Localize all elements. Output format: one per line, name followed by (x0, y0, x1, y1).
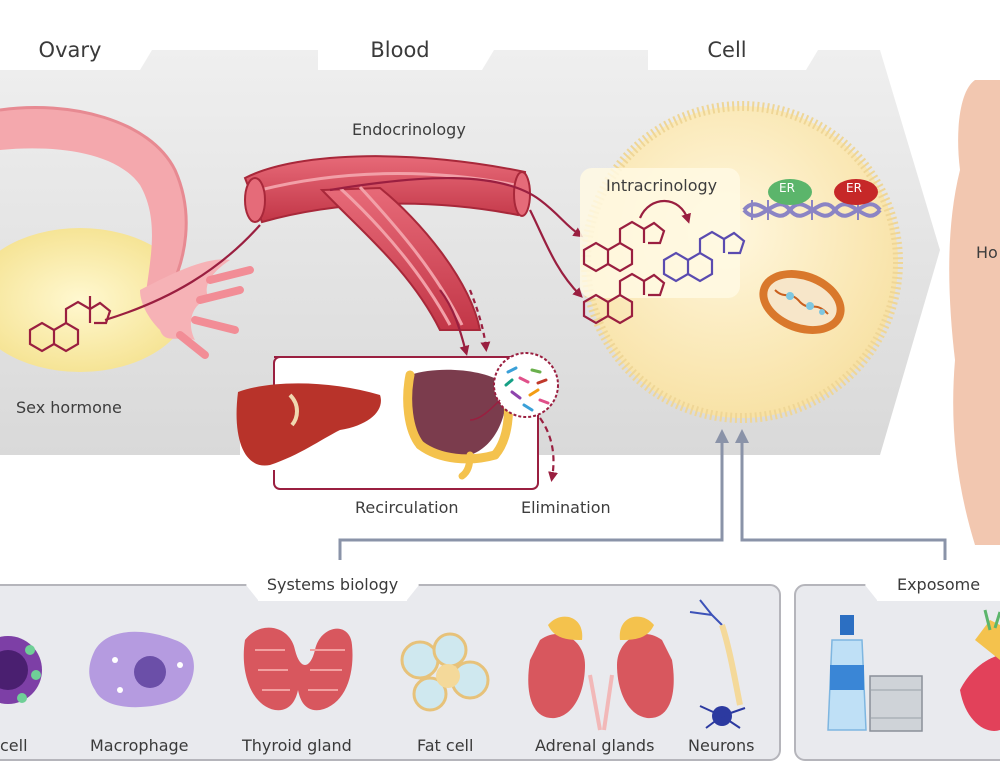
systems-biology-title: Systems biology (258, 569, 407, 601)
steroid-molecule-icon-3 (582, 272, 666, 325)
intestine-icon (403, 369, 513, 480)
organ-label-fat-cell: Fat cell (417, 736, 474, 755)
sex-hormone-label: Sex hormone (16, 398, 122, 417)
er-green-icon (768, 179, 812, 205)
human-body (949, 80, 1000, 545)
fat-cell-icon (400, 632, 490, 712)
exposome-arrow (735, 429, 947, 560)
header-ovary: Ovary (0, 31, 140, 69)
ovary-illustration (0, 106, 254, 372)
organ-label-neurons: Neurons (688, 736, 755, 755)
intracrinology-label: Intracrinology (606, 176, 718, 195)
er-label-red: ER (846, 181, 862, 195)
blood-vessel (243, 155, 531, 331)
elimination-label: Elimination (521, 498, 611, 517)
macrophage-icon (89, 631, 194, 708)
recirculation-label: Recirculation (355, 498, 459, 517)
steroid-molecule-converted-icon (662, 230, 746, 283)
mitochondrion-icon (759, 270, 845, 334)
fruit-icon (960, 609, 1000, 731)
er-label-green: ER (779, 181, 795, 195)
food-can-icon (869, 675, 923, 732)
header-cell: Cell (648, 31, 806, 69)
immune-cell-icon (0, 636, 42, 704)
exposome-box (794, 584, 1000, 761)
host-label: Ho (976, 243, 998, 262)
water-bottle-icon (827, 615, 867, 731)
exposome-title: Exposome (877, 569, 1000, 601)
liver-icon (236, 383, 381, 466)
systems-arrow (338, 429, 729, 560)
neurons-icon (689, 599, 746, 729)
dna-icon (742, 200, 882, 220)
header-blood: Blood (318, 31, 482, 69)
steroid-molecule-icon (28, 296, 112, 353)
organ-label-cell: cell (0, 736, 28, 755)
endocrinology-label: Endocrinology (352, 120, 466, 139)
organ-label-adrenal: Adrenal glands (535, 736, 655, 755)
organ-label-thyroid: Thyroid gland (242, 736, 352, 755)
steroid-molecule-icon-2 (582, 220, 666, 273)
organ-label-macrophage: Macrophage (90, 736, 189, 755)
adrenal-glands-icon (528, 616, 674, 731)
er-red-icon (834, 179, 878, 205)
thyroid-gland-icon (243, 627, 353, 711)
